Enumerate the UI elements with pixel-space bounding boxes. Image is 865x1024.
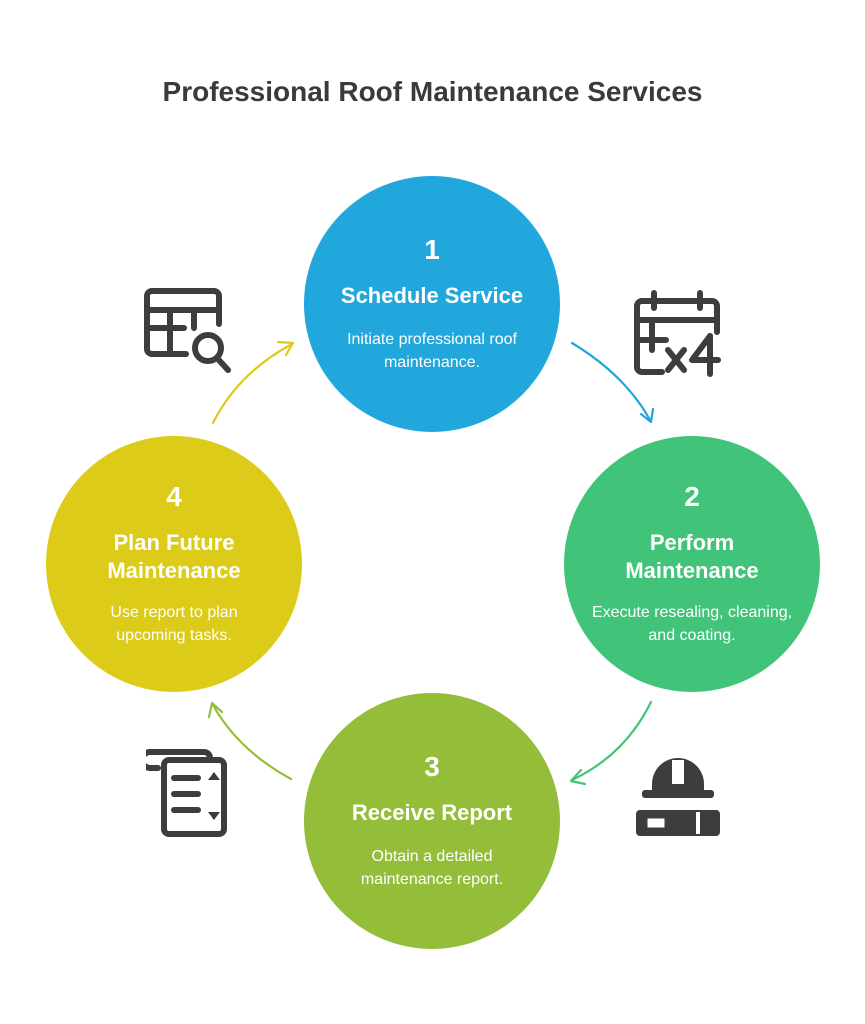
- calendar-x4-icon: [634, 290, 721, 377]
- step-title: Receive Report: [351, 800, 513, 825]
- step-number: 4: [166, 481, 182, 512]
- step-description: Use report to plan upcoming tasks.: [110, 604, 238, 644]
- step-1-schedule-service: 1 Schedule Service Initiate professional…: [304, 176, 560, 432]
- step-number: 1: [424, 234, 440, 265]
- step-title: Schedule Service: [340, 283, 524, 308]
- arrow-4-to-1: [211, 342, 294, 425]
- step-number: 2: [684, 481, 700, 512]
- step-3-receive-report: 3 Receive Report Obtain a detailed maint…: [304, 693, 560, 949]
- page-title: Professional Roof Maintenance Services: [162, 76, 703, 107]
- step-title: Plan Future Maintenance: [107, 530, 241, 583]
- arrow-3-to-4: [211, 703, 293, 781]
- step-2-perform-maintenance: 2 Perform Maintenance Execute resealing,…: [564, 436, 820, 692]
- step-title: Perform Maintenance: [625, 530, 759, 583]
- hardhat-and-tools-icon: [636, 758, 720, 836]
- step-description: Obtain a detailed maintenance report.: [360, 848, 504, 888]
- step-4-plan-future-maintenance: 4 Plan Future Maintenance Use report to …: [46, 436, 302, 692]
- step-description: Initiate professional roof maintenance.: [347, 331, 517, 371]
- report-document-icon: [146, 749, 227, 837]
- table-search-icon: [144, 288, 231, 373]
- step-number: 3: [424, 751, 440, 782]
- arrow-1-to-2: [570, 341, 652, 422]
- arrow-2-to-3: [570, 700, 653, 782]
- step-description: Execute resealing, cleaning, and coating…: [591, 604, 793, 644]
